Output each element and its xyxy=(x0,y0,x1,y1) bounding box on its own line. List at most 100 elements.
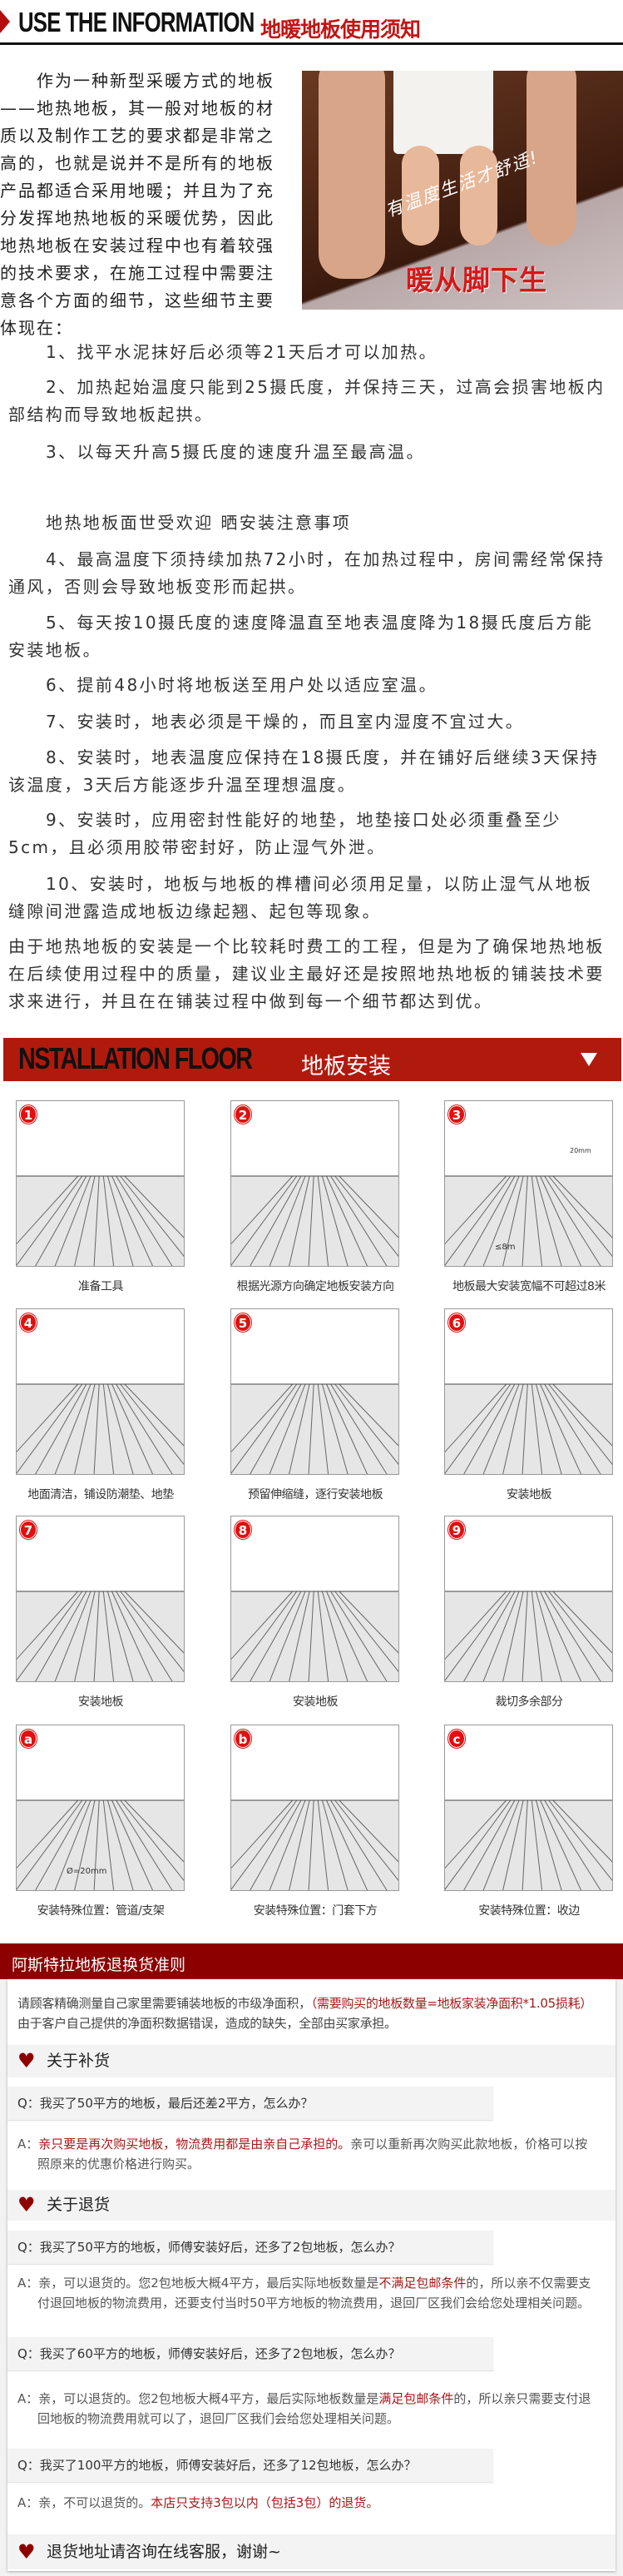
step-illustration: c xyxy=(444,1725,613,1891)
note-item: 9、安装时，应用密封性能好的地垫，地垫接口处必须重叠至少5cm，且必须用胶带密封… xyxy=(8,810,561,857)
note-item: 2、加热起始温度只能到25摄氏度，并保持三天，过高会损害地板内部结构而导致地板起… xyxy=(8,377,606,424)
step-number-badge: 9 xyxy=(448,1521,465,1539)
answer-highlight: 不满足包邮条件 xyxy=(378,2276,467,2291)
heart-icon: ♥ xyxy=(17,2193,36,2216)
section-heading: 关于补货 xyxy=(47,2052,111,2070)
floor-drawing xyxy=(231,1175,398,1266)
step-illustration: 4 xyxy=(16,1308,185,1475)
step-number-badge: c xyxy=(448,1730,465,1748)
faq-question: Q：我买了60平方的地板，师傅安装好后，还多了2包地板，怎么办？ xyxy=(7,2337,493,2370)
step-number-badge: b xyxy=(235,1730,251,1748)
step-note: Ø=20mm xyxy=(67,1867,107,1876)
step-number-badge: 3 xyxy=(448,1105,465,1124)
heart-icon: ♥ xyxy=(17,2540,36,2564)
faq-answer: A：亲，可以退货的。您2包地板大概4平方，最后实际地板数量是满足包邮条件的，所以… xyxy=(17,2389,600,2429)
faq-question: Q：我买了100平方的地板，师傅安装好后，还多了12包地板，怎么办？ xyxy=(7,2449,493,2482)
section-heading: 关于退货 xyxy=(47,2196,111,2214)
note-item: 3、以每天升高5摄氏度的速度升温至最高温。 xyxy=(46,442,425,462)
answer-text: A：亲，可以退货的。您2包地板大概4平方，最后实际地板数量是 xyxy=(17,2276,379,2291)
step-illustration: 6 xyxy=(444,1308,613,1475)
step-number-badge: 4 xyxy=(20,1313,37,1332)
note-item: 5、每天按10摄氏度的速度降温直至地表温度降为18摄氏度后方能安装地板。 xyxy=(8,613,594,660)
photo-caption: 暖从脚下生 xyxy=(406,264,547,296)
closing-paragraph: 由于地热地板的安装是一个比较耗时费工的工程，但是为了确保地热地板在后续使用过程中… xyxy=(8,936,605,1011)
intro-text-a: 请顾客精确测量自己家里需要铺装地板的市级净面积， xyxy=(17,1996,311,2011)
faq-answer: A：亲，可以退货的。您2包地板大概4平方，最后实际地板数量是不满足包邮条件的，所… xyxy=(17,2273,600,2313)
answer-highlight: 本店只支持3包以内（包括3包）的退货。 xyxy=(151,2495,379,2510)
faq-answer: A：亲，不可以退货的。本店只支持3包以内（包括3包）的退货。 xyxy=(17,2493,600,2513)
heart-icon: ♥ xyxy=(17,2049,36,2072)
answer-highlight: 亲只要是再次购买地板，物流费用都是由亲自己承担的。 xyxy=(38,2137,351,2152)
answer-highlight: 满足包邮条件 xyxy=(378,2391,454,2406)
step-caption: 安装地板 xyxy=(78,1695,124,1709)
answer-text: A：亲，不可以退货的。 xyxy=(17,2495,151,2510)
header-title-en: USE THE INFORMATION xyxy=(18,7,255,37)
answer-prefix: A： xyxy=(17,2137,39,2152)
floor-drawing xyxy=(17,1383,184,1474)
floor-drawing xyxy=(231,1591,398,1681)
step-number-badge: 8 xyxy=(235,1521,251,1539)
step-caption: 安装特殊位置：管道/支架 xyxy=(37,1904,165,1918)
note-item: 6、提前48小时将地板送至用户处以适应室温。 xyxy=(46,675,438,695)
step-illustration: 5 xyxy=(230,1308,399,1475)
faq-answer: A：亲只要是再次购买地板，物流费用都是由亲自己承担的。亲可以重新再次购买此款地板… xyxy=(17,2134,600,2174)
returns-intro: 请顾客精确测量自己家里需要铺装地板的市级净面积，（需要购买的地板数量=地板家装净… xyxy=(17,1993,604,2033)
feet-on-floor-photo: 有温度生活才舒适! 暖从脚下生 xyxy=(302,71,623,310)
step-illustration: 7 xyxy=(16,1516,185,1682)
triangle-down-icon xyxy=(581,1053,597,1066)
step-illustration: 3 ≤8m 20mm xyxy=(444,1100,613,1267)
step-caption: 裁切多余部分 xyxy=(495,1695,564,1709)
intro-text: 作为一种新型采暖方式的地板——地热地板，其一般对地板的材质以及制作工艺的要求都是… xyxy=(0,71,274,338)
installation-title-en: NSTALLATION FLOOR xyxy=(18,1041,253,1075)
section-restock: ♥ 关于补货 xyxy=(7,2045,616,2077)
step-gap-note: 20mm xyxy=(570,1147,591,1154)
step-caption: 地板最大安装宽幅不可超过8米 xyxy=(452,1280,606,1293)
floor-drawing xyxy=(17,1591,184,1681)
note-item: 4、最高温度下须持续加热72小时，在加热过程中，房间需经常保持通风，否则会导致地… xyxy=(8,549,606,597)
step-caption: 安装特殊位置：门套下方 xyxy=(253,1904,378,1918)
answer-text: 亲可以重新再次购买此款地板，价格可以按照原来的优惠价格进行购买。 xyxy=(37,2137,588,2171)
note-subheading: 地热地板面世受欢迎 晒安装注意事项 xyxy=(46,513,352,533)
section-return: ♥ 关于退货 xyxy=(7,2190,616,2221)
floor-drawing xyxy=(445,1591,612,1681)
floor-drawing xyxy=(17,1799,184,1890)
step-illustration: 2 xyxy=(230,1100,399,1267)
header-divider xyxy=(0,42,623,45)
answer-text: 的，所以亲只需要支付退回地板的物流费用就可以了，退回厂区我们会给您处理相关问题。 xyxy=(37,2391,591,2426)
header-arrow-icon xyxy=(0,10,10,33)
floor-drawing xyxy=(445,1799,612,1890)
floor-drawing xyxy=(445,1383,612,1474)
step-illustration: 9 xyxy=(444,1516,613,1682)
installation-title-cn: 地板安装 xyxy=(301,1054,391,1080)
footer-text: 退货地址请咨询在线客服，谢谢~ xyxy=(47,2543,281,2561)
answer-text: A：亲，可以退货的。您2包地板大概4平方，最后实际地板数量是 xyxy=(17,2391,379,2406)
floor-drawing xyxy=(445,1175,612,1266)
step-caption: 安装地板 xyxy=(507,1488,552,1501)
step-number-badge: 5 xyxy=(235,1313,251,1332)
returns-footer: ♥ 退货地址请咨询在线客服，谢谢~ xyxy=(7,2534,616,2569)
returns-title: 阿斯特拉地板退换货准则 xyxy=(12,1956,186,1974)
step-illustration: 8 xyxy=(230,1516,399,1682)
answer-text: 的，所以亲不仅需要支付退回地板的物流费用，还要支付当时50平方地板的物流费用，退… xyxy=(37,2276,591,2310)
floor-drawing xyxy=(17,1175,184,1266)
intro-formula: （需要购买的地板数量=地板家装净面积*1.05损耗） xyxy=(310,1996,592,2011)
floor-drawing xyxy=(231,1383,398,1474)
step-note: ≤8m xyxy=(495,1243,516,1252)
floor-drawing xyxy=(231,1799,398,1890)
intro-text-c: 由于客户自己提供的净面积数据错误，造成的缺失，全部由买家承担。 xyxy=(17,2016,397,2031)
step-number-badge: 1 xyxy=(20,1105,37,1124)
step-caption: 准备工具 xyxy=(78,1280,124,1293)
step-caption: 安装特殊位置：收边 xyxy=(478,1904,580,1918)
returns-header xyxy=(0,1943,623,1979)
note-item: 1、找平水泥抹好后必须等21天后才可以加热。 xyxy=(46,342,438,362)
note-item: 10、安装时，地板与地板的榫槽间必须用足量，以防止湿气从地板缝隙间泄露造成地板边… xyxy=(8,874,593,921)
step-caption: 根据光源方向确定地板安装方向 xyxy=(236,1280,395,1293)
faq-question: Q：我买了50平方的地板，师傅安装好后，还多了2包地板，怎么办？ xyxy=(7,2231,493,2264)
note-item: 8、安装时，地表温度应保持在18摄氏度，并在铺好后继续3天保持该温度，3天后方能… xyxy=(8,747,600,795)
step-number-badge: 6 xyxy=(448,1313,465,1332)
step-illustration: 1 xyxy=(16,1100,185,1267)
step-caption: 安装地板 xyxy=(293,1695,339,1709)
step-illustration: b xyxy=(230,1725,399,1891)
step-number-badge: a xyxy=(20,1730,37,1748)
